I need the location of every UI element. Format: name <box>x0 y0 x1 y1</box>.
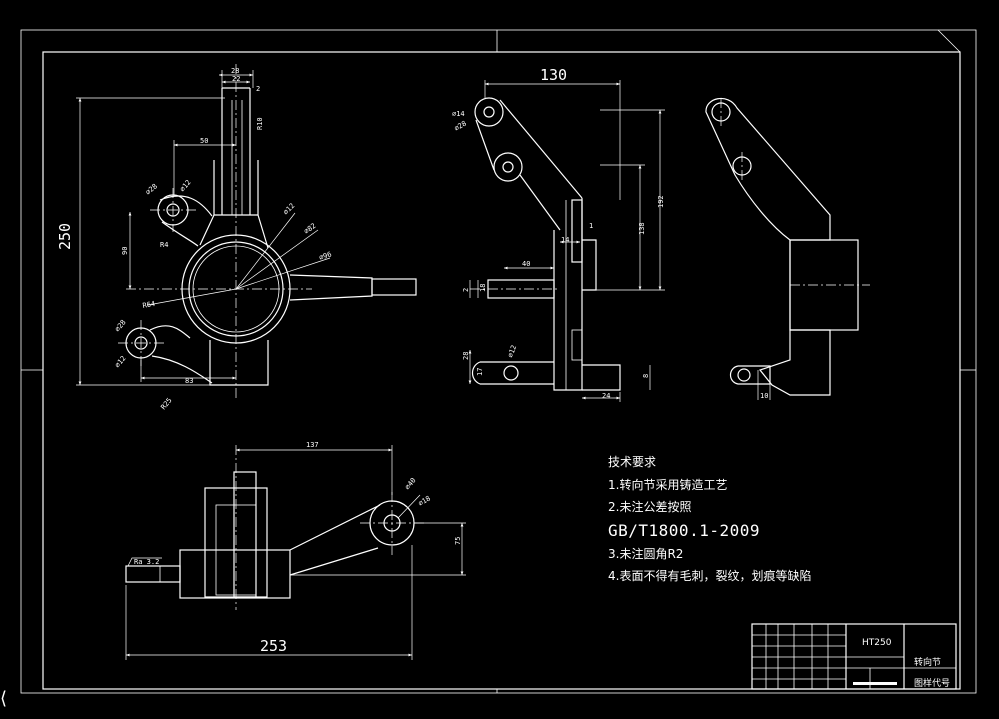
front-mid-width-dim: 50 <box>200 137 208 145</box>
front-d12-lower-dim: ⌀12 <box>113 354 127 369</box>
front-r4-dim: R4 <box>160 241 168 249</box>
note-item-5: 4.表面不得有毛刺，裂纹，划痕等缺陷 <box>608 569 812 583</box>
front-r64-dim: R64 <box>142 300 156 310</box>
side-2-dim: 2 <box>462 288 470 292</box>
front-d82-dim: ⌀82 <box>303 222 318 236</box>
side-192-dim: 192 <box>657 195 665 208</box>
front-d96-dim: ⌀96 <box>318 250 333 262</box>
section-10-dim: 10 <box>760 392 768 400</box>
side-24-dim: 24 <box>602 392 610 400</box>
notes-title: 技术要求 <box>608 455 657 469</box>
top-total-dim: 253 <box>260 637 287 655</box>
front-90-dim: 90 <box>121 247 129 255</box>
front-top-small-dim: 2 <box>256 85 260 93</box>
front-top-inner-dim: 22 <box>232 75 240 83</box>
sheet-frame <box>20 29 977 694</box>
front-83-dim: 83 <box>185 377 193 385</box>
side-18-dim: 18 <box>479 284 487 292</box>
note-item-1: 1.转向节采用铸造工艺 <box>608 478 728 492</box>
front-view: 250 28 22 2 50 R10 ⌀12 ⌀28 R4 ⌀12 ⌀82 ⌀9… <box>56 64 417 411</box>
note-item-2: 2.未注公差按照 <box>608 500 692 514</box>
top-view: 137 ⌀40 ⌀18 75 Ra 3.2 253 <box>125 441 466 660</box>
side-14-dim: 14 <box>561 236 569 244</box>
title-block <box>751 623 957 690</box>
side-d28-dim: ⌀28 <box>453 119 468 132</box>
front-r10-dim: R10 <box>256 117 264 130</box>
corner-marker-icon: ⟨ <box>0 688 8 709</box>
side-d14-dim: ⌀14 <box>452 110 465 118</box>
top-75-dim: 75 <box>454 537 462 545</box>
note-item-4: 3.未注圆角R2 <box>608 547 684 561</box>
side-width-dim: 130 <box>540 66 567 84</box>
side-view: 130 ⌀14 ⌀28 192 138 40 14 1 2 18 ⌀12 17 … <box>452 66 665 402</box>
top-roughness-dim: Ra 3.2 <box>134 558 159 566</box>
material-label: HT250 <box>862 638 892 648</box>
side-28-dim: 28 <box>462 352 470 360</box>
note-item-3: GB/T1800.1-2009 <box>608 521 760 540</box>
side-40-dim: 40 <box>522 260 530 268</box>
front-top-width-dim: 28 <box>231 67 239 75</box>
top-width-dim: 137 <box>306 441 319 449</box>
side-d12-dim: ⌀12 <box>506 344 518 359</box>
section-view: 10 <box>705 97 870 400</box>
front-d12-upper-dim: ⌀12 <box>178 178 192 193</box>
side-1-dim: 1 <box>589 222 593 230</box>
technical-notes: 技术要求 1.转向节采用铸造工艺 2.未注公差按照 GB/T1800.1-200… <box>608 455 812 592</box>
front-d28-dim: ⌀28 <box>113 318 127 333</box>
side-8-dim: 8 <box>642 374 650 378</box>
front-r25-dim: R25 <box>159 396 173 411</box>
part-name-label: 转向节 <box>914 658 942 668</box>
top-d18-dim: ⌀18 <box>417 494 432 507</box>
side-138-dim: 138 <box>638 222 646 235</box>
front-d28-upper-dim: ⌀28 <box>144 182 159 196</box>
side-17-dim: 17 <box>476 368 484 376</box>
top-d40-dim: ⌀40 <box>403 476 417 491</box>
front-height-dim: 250 <box>56 223 74 250</box>
drawing-number-label: 图样代号 <box>914 679 951 689</box>
